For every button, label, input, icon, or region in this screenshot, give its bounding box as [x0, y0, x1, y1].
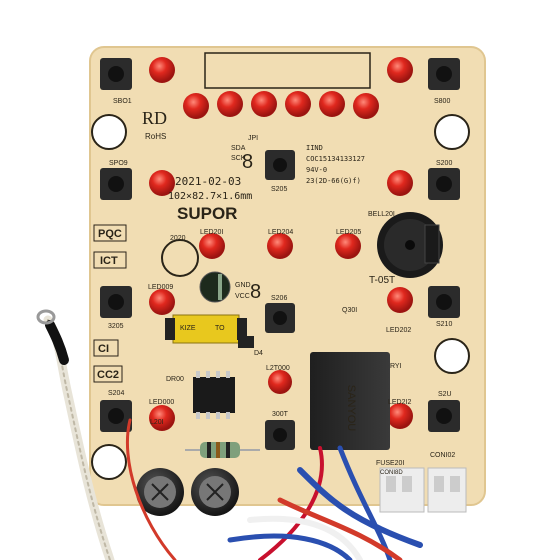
transformer: [165, 314, 247, 344]
svg-text:GND: GND: [235, 282, 251, 289]
svg-text:BELL20I: BELL20I: [368, 211, 395, 218]
svg-text:SCK: SCK: [231, 155, 246, 162]
vcc-header: 8: [250, 281, 261, 303]
svg-text:Q30I: Q30I: [342, 307, 357, 314]
electrolytic-caps: [136, 468, 239, 516]
connectors: [379, 467, 467, 513]
svg-text:LED2I2: LED2I2: [388, 399, 411, 406]
svg-text:SBO1: SBO1: [113, 98, 132, 105]
boxed-labels: PQC ICT CI CC2: [93, 224, 127, 383]
svg-text:S200: S200: [436, 160, 452, 167]
relay: SANYOU: [310, 352, 390, 450]
svg-text:S800: S800: [434, 98, 450, 105]
svg-text:2020: 2020: [170, 235, 186, 242]
jp1-header: 8: [242, 151, 253, 173]
svg-text:SDA: SDA: [231, 145, 246, 152]
svg-text:SPO9: SPO9: [109, 160, 128, 167]
svg-text:IIND: IIND: [306, 144, 323, 152]
svg-text:DR00: DR00: [166, 376, 184, 383]
svg-text:LED202: LED202: [386, 327, 411, 334]
svg-text:3205: 3205: [108, 323, 124, 330]
svg-text:ICT: ICT: [100, 255, 118, 267]
svg-text:CONI02: CONI02: [430, 452, 455, 459]
pcb-dimensions: 102×82.7×1.6mm: [168, 191, 252, 202]
small-capacitor: [199, 271, 231, 303]
svg-text:CONI8D: CONI8D: [380, 470, 403, 476]
svg-text:VCC: VCC: [235, 293, 250, 300]
resistor: [185, 442, 260, 458]
svg-text:T-05T: T-05T: [369, 275, 395, 286]
buzzer: [377, 212, 443, 278]
tactile-switches: [100, 58, 460, 450]
svg-text:S210: S210: [436, 321, 452, 328]
svg-text:94V-0: 94V-0: [306, 166, 327, 174]
svg-text:RYI: RYI: [390, 363, 402, 370]
spec-block: IIND COC15134133127 94V-0 23(2D-66(G)f): [306, 144, 365, 185]
svg-text:LED009: LED009: [148, 284, 173, 291]
svg-text:S2U: S2U: [438, 391, 452, 398]
brand-logo-text: SUPOR: [177, 204, 237, 223]
mounting-holes: [91, 114, 470, 480]
svg-text:L20I: L20I: [150, 419, 164, 426]
rd-mark: RD: [142, 108, 167, 128]
svg-text:D4: D4: [254, 350, 263, 357]
svg-text:23(2D-66(G)f): 23(2D-66(G)f): [306, 177, 361, 185]
svg-text:L2T000: L2T000: [266, 365, 290, 372]
red-leds: [149, 57, 413, 431]
svg-text:PQC: PQC: [98, 228, 122, 240]
svg-text:JPI: JPI: [248, 135, 258, 142]
ring-terminal: [36, 309, 56, 325]
svg-text:LED205: LED205: [336, 229, 361, 236]
ic-chip: [193, 371, 235, 419]
component-labels: SBO1 S800 SPO9 S200 S205 S206 S210 S204 …: [108, 98, 455, 476]
svg-text:300T: 300T: [272, 411, 289, 418]
svg-text:LED000: LED000: [149, 399, 174, 406]
svg-text:S204: S204: [108, 390, 124, 397]
svg-text:COC15134133127: COC15134133127: [306, 155, 365, 163]
pcb-date: 2021-02-03: [175, 175, 241, 188]
svg-text:TO: TO: [215, 325, 225, 332]
wires: [43, 315, 423, 560]
relay-brand: SANYOU: [345, 385, 357, 432]
svg-text:FUSE20I: FUSE20I: [376, 460, 404, 467]
svg-text:S206: S206: [271, 295, 287, 302]
svg-text:KIZE: KIZE: [180, 325, 196, 332]
svg-text:CC2: CC2: [97, 369, 119, 381]
svg-text:CI: CI: [98, 343, 109, 355]
svg-text:LED204: LED204: [268, 229, 293, 236]
svg-text:LED20I: LED20I: [200, 229, 223, 236]
rohs-mark: RoHS: [145, 132, 166, 141]
svg-text:S205: S205: [271, 186, 287, 193]
